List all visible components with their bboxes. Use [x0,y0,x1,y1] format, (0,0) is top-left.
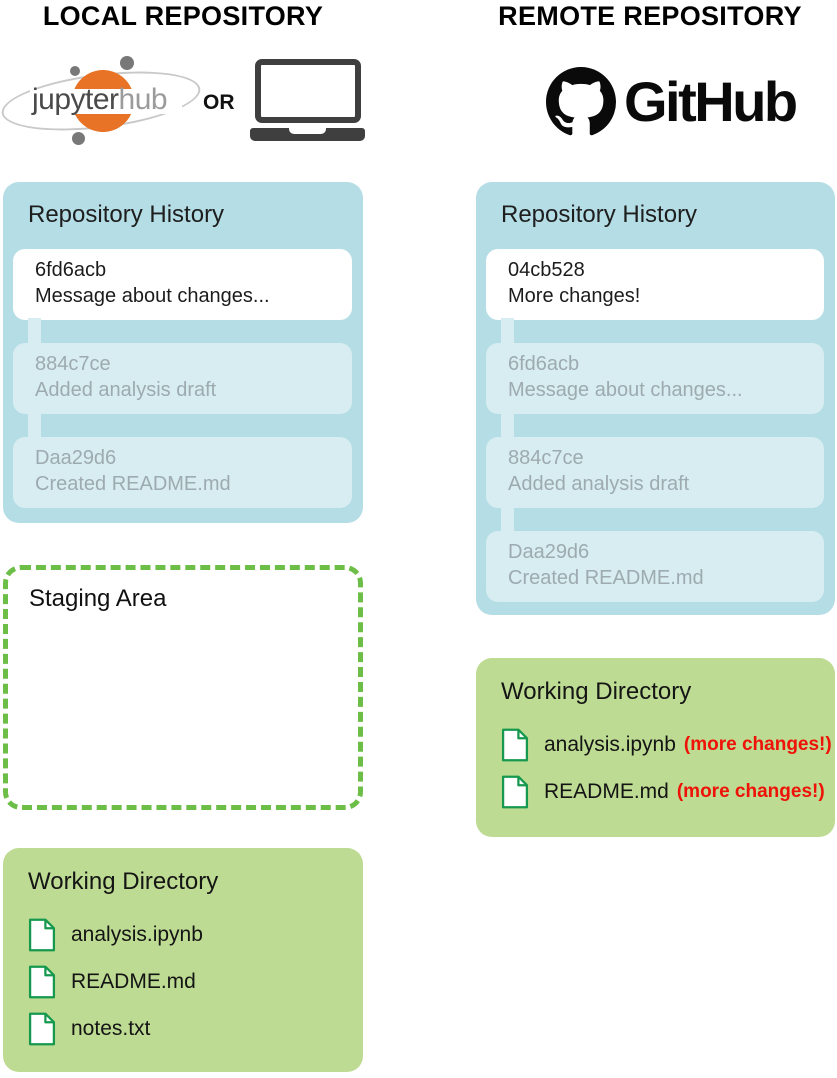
or-label: OR [203,91,235,114]
file-document-icon [501,728,529,762]
remote-history-title: Repository History [501,201,698,228]
local-working-title: Working Directory [28,868,219,895]
commit-message: Message about changes... [35,285,270,307]
laptop-icon [255,59,361,123]
jupyterhub-wordmark: jupyterhub [32,83,168,116]
commit-connector [486,412,824,439]
file-name: README.md [71,970,196,993]
commit-card: Daa29d6 Created README.md [486,531,824,602]
commit-hash: 6fd6acb [35,259,107,281]
github-octocat-icon [546,67,616,136]
file-document-icon [28,965,56,999]
commit-card: 884c7ce Added analysis draft [486,437,824,508]
commit-connector [486,506,824,533]
file-row: notes.txt [28,1012,363,1046]
commit-message: Message about changes... [508,379,743,401]
file-document-icon [28,918,56,952]
remote-repository-heading: REMOTE REPOSITORY [498,1,802,31]
file-row: README.md [28,965,363,999]
commit-hash: 04cb528 [508,259,585,281]
staging-area-title: Staging Area [29,585,167,612]
commit-hash: Daa29d6 [35,447,117,469]
commit-message: Added analysis draft [35,379,217,401]
commit-message: More changes! [508,285,641,307]
file-document-icon [501,775,529,809]
jupyterhub-dot [70,66,80,76]
jupyterhub-logo: jupyterhub [0,52,207,157]
file-change-note: (more changes!) [683,734,832,755]
remote-repository-history-box: Repository History 04cb528 More changes!… [476,182,835,615]
local-commit-list: 6fd6acb Message about changes... 884c7ce… [3,229,363,508]
commit-message: Added analysis draft [508,473,690,495]
commit-card: 884c7ce Added analysis draft [13,343,352,414]
file-change-note: (more changes!) [676,781,825,802]
commit-hash: 6fd6acb [508,353,580,375]
commit-connector [13,318,352,345]
staging-area-box: Staging Area [3,565,363,810]
github-wordmark: GitHub [624,70,798,133]
commit-message: Created README.md [35,473,231,495]
remote-working-title: Working Directory [501,678,692,705]
file-name: analysis.ipynb [544,733,676,756]
commit-connector [486,318,824,345]
file-row: analysis.ipynb (more changes!) [501,728,835,762]
file-name: notes.txt [71,1017,151,1040]
local-history-title: Repository History [28,201,225,228]
commit-hash: Daa29d6 [508,541,590,563]
commit-hash: 884c7ce [35,353,111,375]
local-repository-heading: LOCAL REPOSITORY [42,1,324,31]
commit-hash: 884c7ce [508,447,584,469]
file-row: README.md (more changes!) [501,775,835,809]
jupyterhub-dot [72,132,85,145]
jupyterhub-dot [120,56,134,70]
local-working-directory-box: Working Directory analysis.ipynb README.… [3,848,363,1072]
remote-working-directory-box: Working Directory analysis.ipynb (more c… [476,658,835,837]
laptop-base [250,128,365,141]
commit-card: 6fd6acb Message about changes... [486,343,824,414]
commit-card: 04cb528 More changes! [486,249,824,320]
commit-message: Created README.md [508,567,704,589]
commit-card: 6fd6acb Message about changes... [13,249,352,320]
file-document-icon [28,1012,56,1046]
commit-card: Daa29d6 Created README.md [13,437,352,508]
file-row: analysis.ipynb [28,918,363,952]
file-name: analysis.ipynb [71,923,203,946]
commit-connector [13,412,352,439]
local-repository-history-box: Repository History 6fd6acb Message about… [3,182,363,523]
remote-commit-list: 04cb528 More changes! 6fd6acb Message ab… [476,229,835,602]
github-logo: GitHub [546,66,798,138]
file-name: README.md [544,780,669,803]
